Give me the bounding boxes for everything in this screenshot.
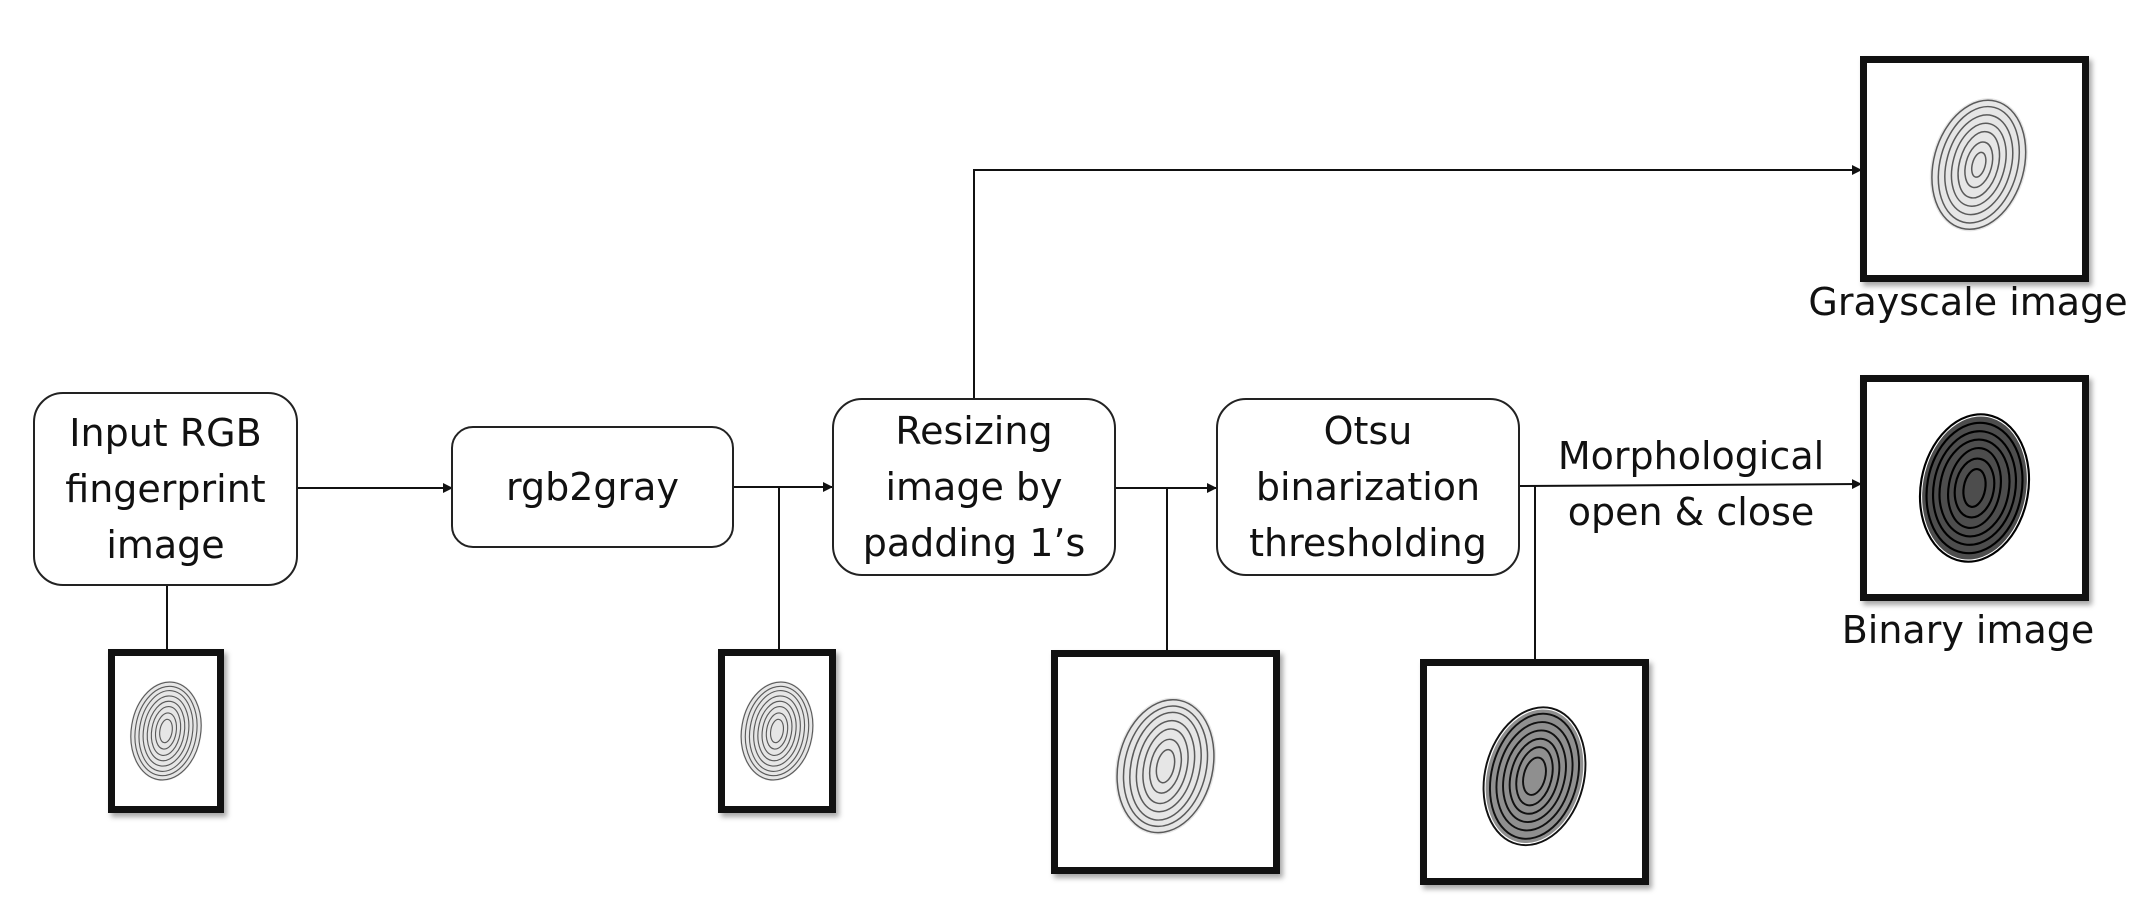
rgb2gray-box: rgb2gray	[451, 426, 734, 548]
grayscale-output-thumbnail	[1860, 56, 2089, 282]
fingerprint-image	[1929, 98, 2028, 232]
input-box-line1: Input RGB	[69, 411, 262, 455]
input-box-line3: image	[106, 523, 225, 567]
otsu-box: Otsu binarization thresholding	[1216, 398, 1520, 576]
grayscale-image-caption: Grayscale image	[1808, 280, 2128, 324]
arrow-resize-to-grayscale	[973, 165, 1862, 398]
resize-box-line1: Resizing	[895, 409, 1053, 453]
fingerprint-image	[1918, 413, 2031, 563]
otsu-fingerprint-thumbnail	[1420, 659, 1649, 885]
resized-fingerprint-thumbnail	[1051, 650, 1280, 874]
input-fingerprint-thumbnail	[108, 649, 224, 813]
resize-box: Resizing image by padding 1’s	[832, 398, 1116, 576]
otsu-box-line2: binarization	[1255, 465, 1481, 509]
otsu-box-line3: thresholding	[1249, 521, 1487, 565]
otsu-box-line1: Otsu	[1323, 409, 1413, 453]
morphological-label: Morphological open & close	[1546, 428, 1836, 540]
binary-output-thumbnail	[1860, 375, 2089, 601]
binary-image-caption: Binary image	[1841, 608, 2095, 652]
morphological-label-line1: Morphological	[1557, 434, 1825, 478]
rgb2gray-label: rgb2gray	[506, 465, 679, 509]
fingerprint-image	[129, 680, 203, 782]
fingerprint-image	[1482, 706, 1587, 847]
arrow-otsu-to-binary	[1519, 479, 1862, 490]
input-box-line2: fingerprint	[65, 467, 266, 511]
resize-box-line3: padding 1’s	[862, 521, 1086, 565]
morphological-label-line2: open & close	[1567, 490, 1815, 534]
resize-box-line2: image by	[885, 465, 1063, 509]
fingerprint-image	[1114, 697, 1217, 835]
fingerprint-image	[740, 680, 814, 782]
input-rgb-box: Input RGB fingerprint image	[33, 392, 298, 586]
gray-fingerprint-thumbnail	[718, 649, 836, 813]
